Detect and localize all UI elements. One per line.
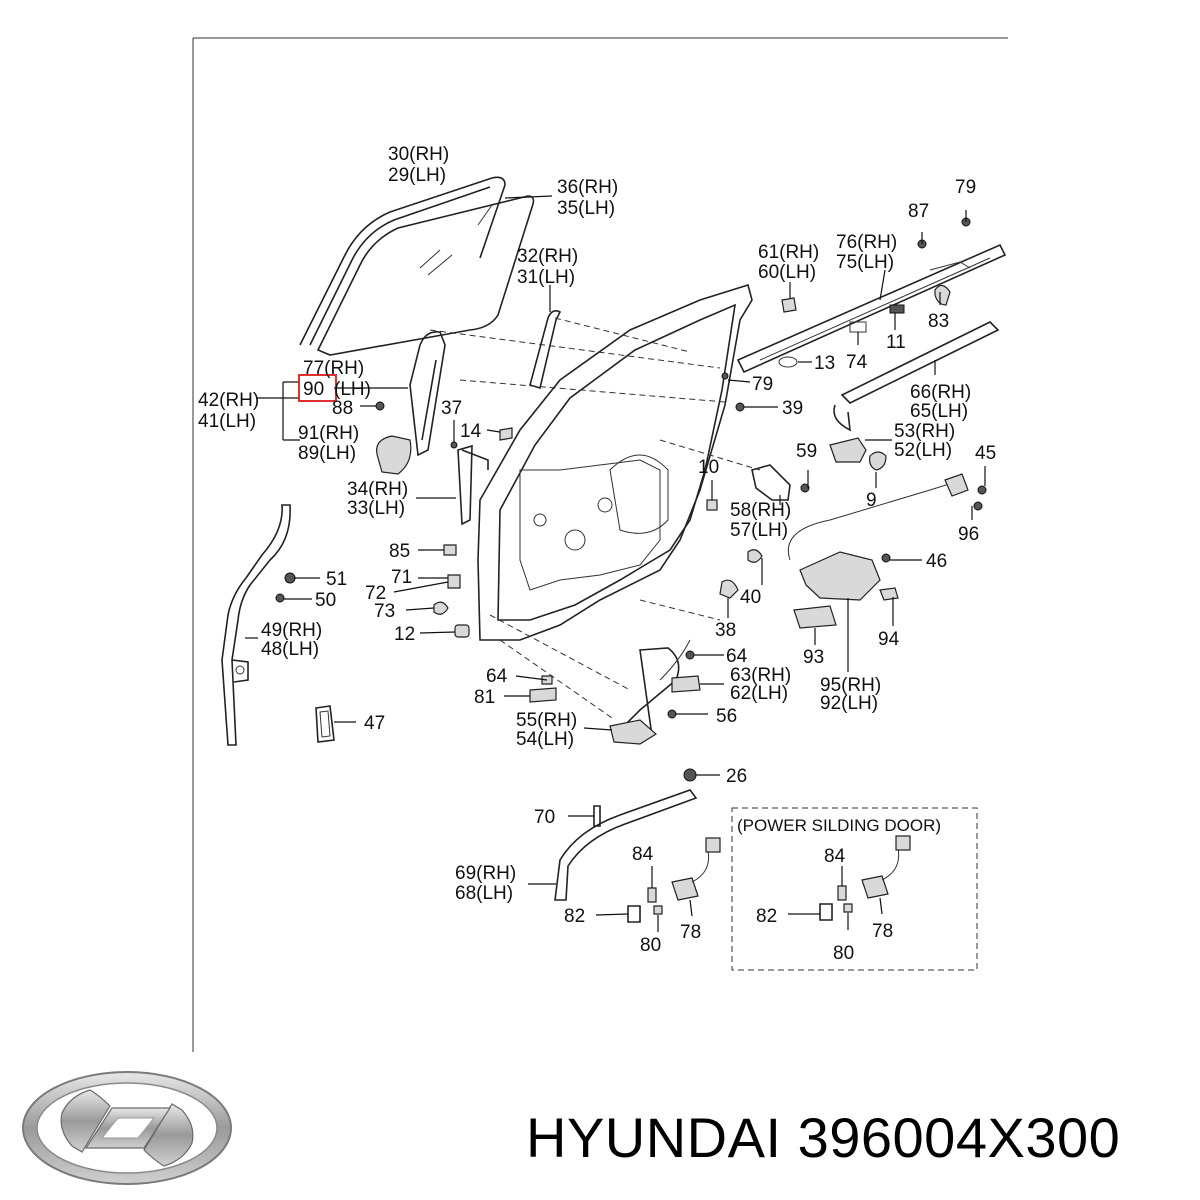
label-26: 26 — [726, 766, 747, 787]
label-11: 11 — [886, 332, 906, 353]
label-95: 95(RH) — [820, 675, 881, 696]
label-78-left: 78 — [680, 922, 701, 943]
label-61: 61(RH) — [758, 242, 819, 263]
label-75: 75(LH) — [836, 252, 894, 273]
part-caption: HYUNDAI 396004X300 — [526, 1106, 1120, 1170]
label-63: 63(RH) — [730, 665, 791, 686]
label-45: 45 — [975, 443, 996, 464]
label-49: 49(RH) — [261, 620, 322, 641]
label-76: 76(RH) — [836, 232, 897, 253]
label-42: 42(RH) — [198, 390, 259, 411]
label-55: 55(RH) — [516, 710, 577, 731]
label-64-left: 64 — [486, 666, 508, 687]
label-88: 88 — [332, 398, 353, 419]
label-72: 72 — [365, 583, 386, 604]
highlight-box-part-90 — [298, 374, 337, 402]
label-84-left: 84 — [632, 844, 654, 865]
label-30: 30(RH) — [388, 144, 449, 165]
label-9: 9 — [866, 490, 877, 511]
label-73: 73 — [374, 601, 395, 622]
leader-lines — [245, 195, 986, 932]
label-80-left: 80 — [640, 935, 661, 956]
label-93: 93 — [803, 647, 824, 668]
label-79-top: 79 — [955, 177, 976, 198]
label-40: 40 — [740, 587, 761, 608]
hyundai-logo-icon — [22, 1071, 232, 1185]
label-14: 14 — [460, 421, 482, 442]
label-60: 60(LH) — [758, 262, 816, 283]
label-29: 29(LH) — [388, 165, 446, 186]
label-85: 85 — [389, 541, 410, 562]
label-68: 68(LH) — [455, 883, 513, 904]
label-50: 50 — [315, 590, 336, 611]
brand-name: HYUNDAI — [526, 1106, 782, 1169]
label-32: 32(RH) — [517, 246, 578, 267]
label-46: 46 — [926, 551, 947, 572]
label-13: 13 — [814, 353, 835, 374]
label-94: 94 — [878, 629, 900, 650]
label-70: 70 — [534, 807, 555, 828]
label-90-lh: (LH) — [334, 379, 371, 400]
label-38: 38 — [715, 620, 736, 641]
label-12: 12 — [394, 624, 415, 645]
label-41: 41(LH) — [198, 411, 256, 432]
label-64-right: 64 — [726, 646, 748, 667]
label-82-right: 82 — [756, 906, 777, 927]
label-52: 52(LH) — [894, 440, 952, 461]
label-39: 39 — [782, 398, 803, 419]
label-62: 62(LH) — [730, 683, 788, 704]
label-87: 87 — [908, 201, 929, 222]
label-79-mid: 79 — [752, 374, 773, 395]
label-96: 96 — [958, 524, 979, 545]
label-74: 74 — [846, 352, 868, 373]
label-57: 57(LH) — [730, 520, 788, 541]
label-58: 58(RH) — [730, 500, 791, 521]
label-71: 71 — [391, 567, 412, 588]
parts-drawing — [221, 176, 1007, 971]
label-power-sliding-door: (POWER SILDING DOOR) — [737, 816, 941, 835]
label-66: 66(RH) — [910, 382, 971, 403]
label-48: 48(LH) — [261, 639, 319, 660]
label-80-right: 80 — [833, 943, 854, 964]
label-10: 10 — [698, 457, 719, 478]
label-69: 69(RH) — [455, 863, 516, 884]
label-47: 47 — [364, 713, 385, 734]
label-35: 35(LH) — [557, 198, 615, 219]
label-33: 33(LH) — [347, 498, 405, 519]
label-31: 31(LH) — [517, 267, 575, 288]
label-56: 56 — [716, 706, 737, 727]
part-number: 396004X300 — [797, 1106, 1121, 1169]
label-65: 65(LH) — [910, 401, 968, 422]
label-34: 34(RH) — [347, 479, 408, 500]
label-77: 77(RH) — [303, 358, 364, 379]
label-82-left: 82 — [564, 906, 585, 927]
label-92: 92(LH) — [820, 693, 878, 714]
label-36: 36(RH) — [557, 177, 618, 198]
label-89: 89(LH) — [298, 443, 356, 464]
label-81: 81 — [474, 687, 495, 708]
label-53: 53(RH) — [894, 421, 955, 442]
label-59: 59 — [796, 441, 817, 462]
label-90: 90 — [303, 379, 324, 400]
label-37: 37 — [441, 398, 462, 419]
label-91: 91(RH) — [298, 423, 359, 444]
label-51: 51 — [326, 569, 347, 590]
label-84-right: 84 — [824, 846, 846, 867]
callout-labels: 30(RH) 29(LH) 36(RH) 35(LH) 32(RH) 31(LH… — [198, 144, 996, 964]
label-78-right: 78 — [872, 921, 893, 942]
label-83: 83 — [928, 311, 949, 332]
label-54: 54(LH) — [516, 729, 574, 750]
